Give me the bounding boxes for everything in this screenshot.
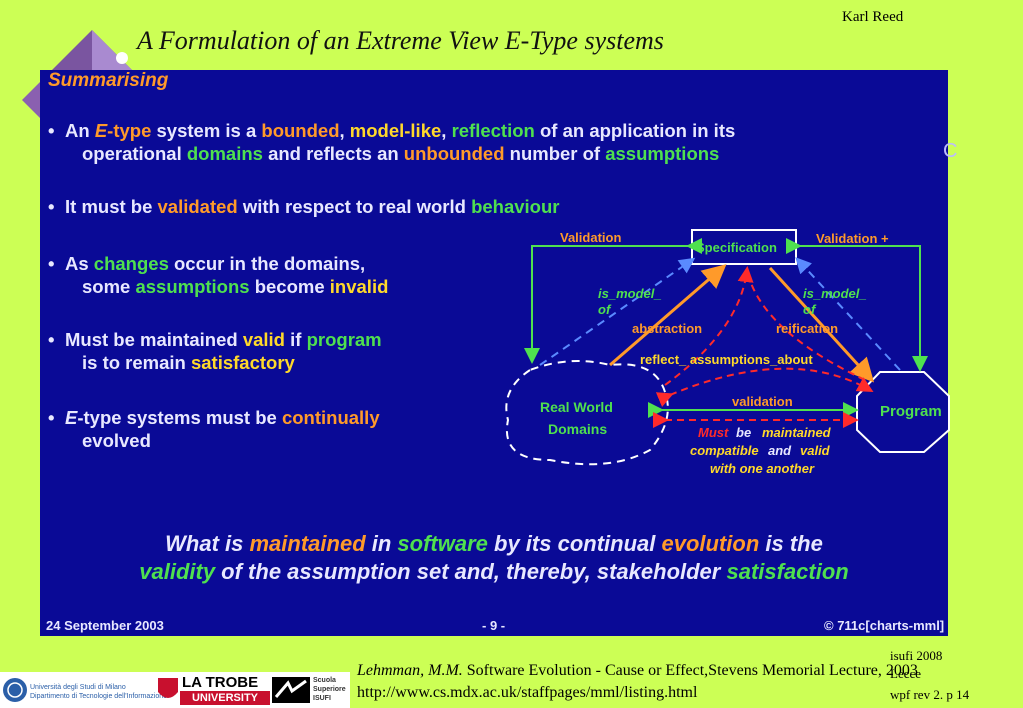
compatible-label: compatible (690, 443, 759, 458)
abstraction-label: abstraction (632, 321, 702, 336)
bullet-continually-evolved: •E-type systems must be continually evol… (48, 407, 380, 451)
latrobe-crest-icon (158, 678, 178, 698)
slide-edge-mark: C (943, 140, 958, 162)
must-label: Must (698, 425, 729, 440)
specification-label: Specification (696, 240, 777, 255)
meta-location: Lecce (890, 666, 922, 681)
validation-right-label: Validation + (816, 231, 889, 246)
institution-logos: Università degli Studi di Milano Diparti… (0, 672, 350, 708)
reification-label: reification (776, 321, 838, 336)
real-world-cloud (505, 360, 669, 466)
bullet-changes: •As changes occur in the domains, some a… (48, 253, 389, 297)
is-model-of-right-label: is_model_ (803, 286, 867, 301)
is-model-of-left-label-2: of (598, 302, 612, 317)
reference-citation: Lehmman, M.M. Software Evolution - Cause… (357, 660, 918, 704)
scuola-text-3: ISUFI (313, 695, 331, 702)
real-world-label: Real World (540, 399, 613, 415)
bullet-validated: •It must be validated with respect to re… (48, 196, 560, 217)
etype-diagram: Validation Validation + Specification is… (505, 229, 950, 476)
page-title: A Formulation of an Extreme View E-Type … (137, 26, 664, 55)
reference-author: Lehmman, M.M. (357, 662, 463, 679)
reference-url[interactable]: http://www.cs.mdx.ac.uk/staffpages/mml/l… (357, 684, 698, 701)
validation-mid-label: validation (732, 394, 793, 409)
slide-footer-date: 24 September 2003 (46, 618, 164, 633)
latrobe-text-2: UNIVERSITY (180, 691, 270, 705)
is-model-of-left-label: is_model_ (598, 286, 662, 301)
slide-conclusion: What is maintained in software by its co… (139, 531, 849, 584)
milano-text-2: Dipartimento di Tecnologie dell'Informaz… (30, 693, 168, 700)
scuola-text-2: Superiore (313, 686, 346, 693)
slide-heading: Summarising (48, 70, 169, 91)
isufi-logo-icon (272, 677, 310, 703)
slide-footer-copyright: © 711c[charts-mml] (824, 618, 945, 633)
milano-seal-icon (3, 678, 27, 702)
reference-title: Software Evolution - Cause or Effect,Ste… (462, 662, 918, 679)
meta-page: wpf rev 2. p 14 (890, 687, 970, 702)
maintained-label: maintained (762, 425, 832, 440)
author-name: Karl Reed (842, 9, 904, 25)
meta-event: isufi 2008 (890, 648, 943, 663)
latrobe-text-1: LA TROBE (182, 674, 259, 691)
be-label: be (736, 425, 751, 440)
one-another-label: with one another (710, 461, 815, 476)
and-label: and (768, 443, 792, 458)
bullet-etype-definition: •An E-type system is a bounded, model-li… (48, 120, 736, 164)
bullet-maintained-valid: •Must be maintained valid if program is … (48, 329, 382, 373)
reflect-assumptions-label: reflect_ assumptions_about (640, 352, 813, 367)
program-label: Program (880, 403, 942, 420)
milano-text-1: Università degli Studi di Milano (30, 684, 126, 691)
domains-label: Domains (548, 421, 607, 437)
valid-label: valid (800, 443, 831, 458)
scuola-text-1: Scuola (313, 677, 336, 684)
is-model-of-right-label-2: of (803, 302, 817, 317)
validation-left-label: Validation (560, 230, 621, 245)
embedded-slide: Summarising •An E-type system is a bound… (40, 70, 950, 636)
slide-footer-page: - 9 - (482, 618, 506, 633)
